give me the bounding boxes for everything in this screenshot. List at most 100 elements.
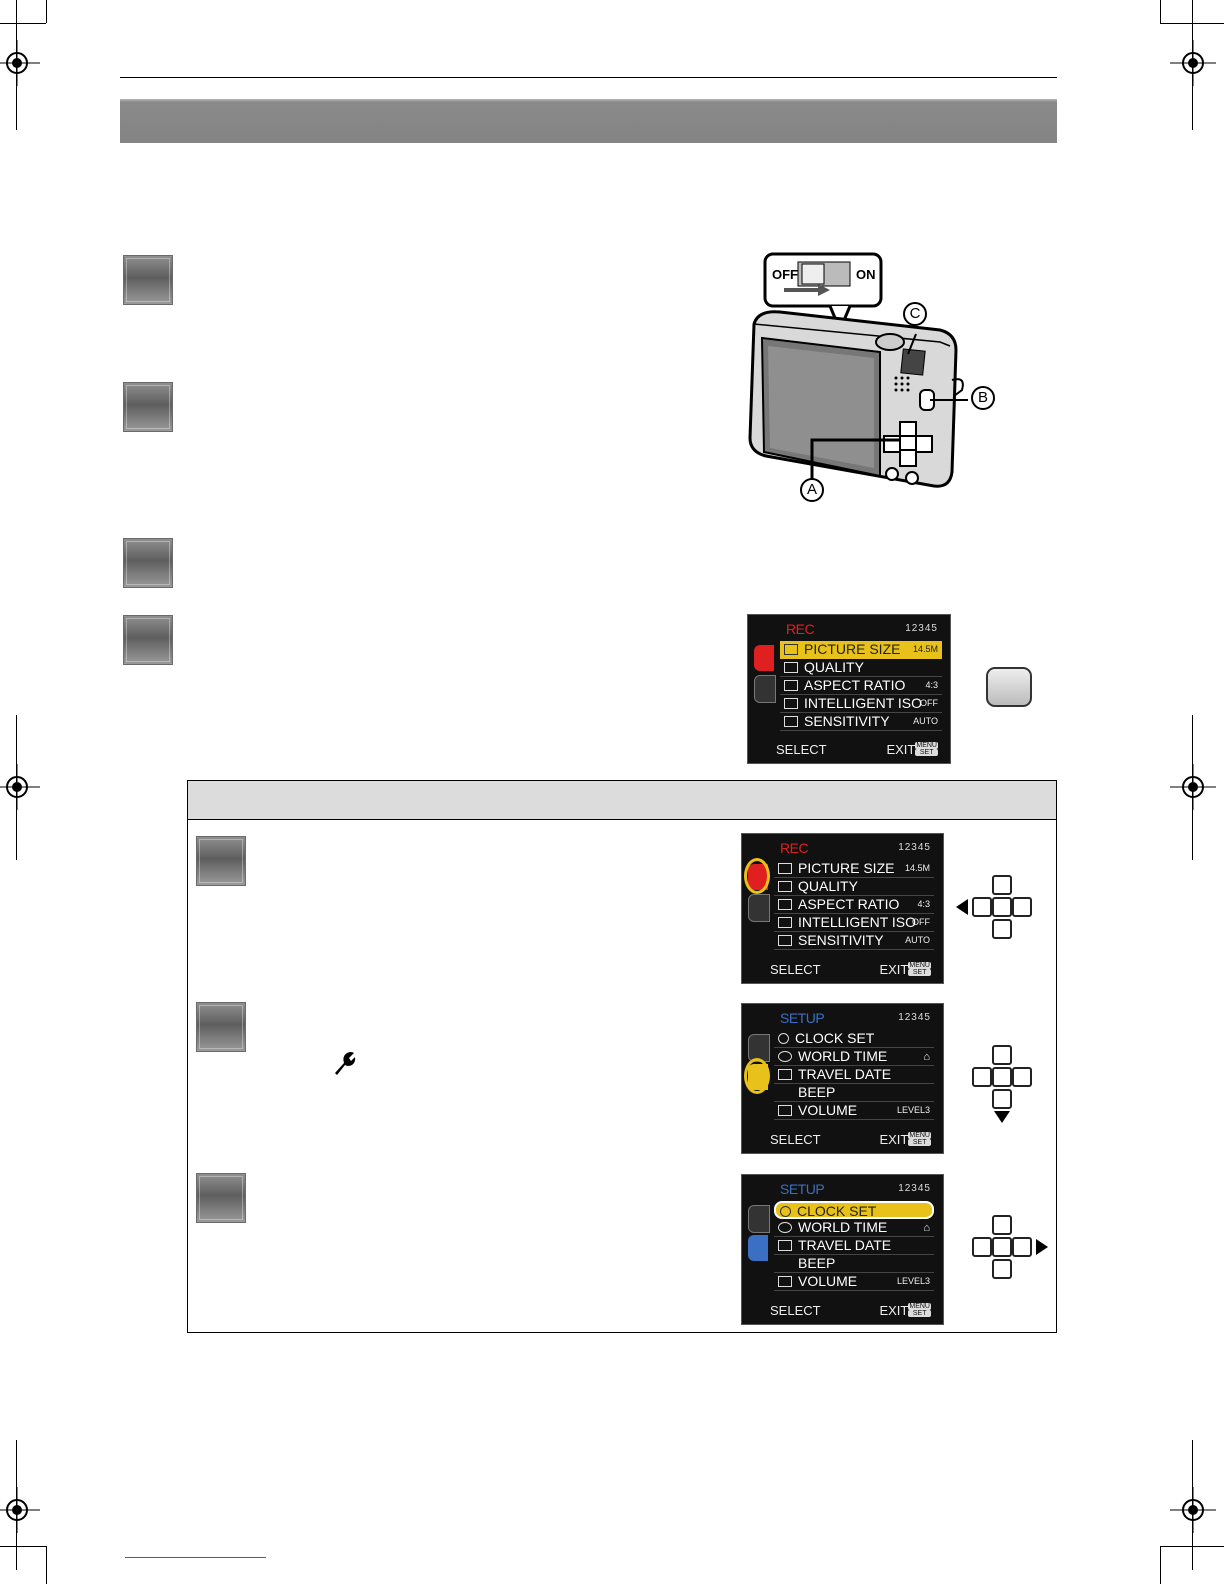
cursor-button-down-icon [970, 1045, 1034, 1109]
footer-select: SELECT [770, 1132, 821, 1147]
aspect-ratio-icon [778, 899, 792, 910]
footer-select: SELECT [776, 742, 827, 757]
menu-tabs [754, 639, 776, 727]
switch-on-label: ON [856, 267, 876, 282]
crop-mark [16, 715, 17, 860]
picture-size-icon [778, 863, 792, 874]
intelligent-iso-icon [784, 698, 798, 709]
rec-tab-icon [754, 645, 774, 671]
speaker-icon [778, 1105, 792, 1116]
intelligent-iso-icon [778, 917, 792, 928]
menu-item-travel-date[interactable]: TRAVEL DATE [774, 1237, 934, 1255]
menu-title: SETUP [780, 1181, 825, 1197]
menu-item-quality[interactable]: QUALITY [774, 878, 934, 896]
sub-procedure-header [188, 781, 1056, 820]
step-marker-1 [123, 255, 173, 305]
footer-select: SELECT [770, 962, 821, 977]
menu-item-travel-date[interactable]: TRAVEL DATE [774, 1066, 934, 1084]
step-marker-3 [123, 538, 173, 588]
aspect-ratio-icon [784, 680, 798, 691]
registration-mark-icon [0, 764, 40, 810]
home-icon: ⌂ [923, 1051, 930, 1063]
menu-pages: 12345 [898, 1012, 931, 1023]
arrow-right-icon [1036, 1239, 1048, 1255]
switch-off-label: OFF [772, 267, 798, 282]
globe-icon [778, 1222, 792, 1233]
substep-marker-1 [196, 836, 246, 886]
globe-icon [778, 1051, 792, 1062]
quality-icon [778, 881, 792, 892]
registration-mark-icon [1170, 764, 1216, 810]
cursor-button-left-icon [970, 875, 1034, 939]
callout-a: A [806, 481, 817, 498]
menu-item-world-time[interactable]: WORLD TIME⌂ [774, 1219, 934, 1237]
beep-icon [778, 1087, 792, 1098]
menu-tabs [748, 1199, 770, 1287]
setup-tab-icon[interactable] [748, 894, 770, 922]
setup-tab-icon [754, 675, 776, 703]
beep-icon [778, 1258, 792, 1269]
menu-item-clock-set[interactable]: CLOCK SET [774, 1030, 934, 1048]
camera-illustration [748, 252, 995, 502]
registration-mark-icon [0, 1487, 40, 1533]
menu-title: REC [780, 840, 809, 856]
section-title-bar [120, 99, 1057, 143]
footer-link-underline[interactable] [125, 1557, 266, 1558]
picture-size-icon [784, 644, 798, 655]
registration-mark-icon [1170, 40, 1216, 86]
crop-mark [1192, 715, 1193, 860]
tab-highlight-ring [744, 1058, 770, 1094]
rec-tab-icon[interactable] [748, 1205, 770, 1233]
crop-mark [0, 23, 46, 24]
clock-icon [778, 1033, 789, 1044]
sub-procedure-panel [187, 780, 1057, 1333]
callout-b: B [977, 389, 988, 406]
setup-menu-screen-tab-select: SETUP 12345 CLOCK SET WORLD TIME⌂ TRAVEL… [741, 1003, 944, 1154]
arrow-left-icon [956, 899, 968, 915]
substep-marker-3 [196, 1173, 246, 1223]
menu-item-quality[interactable]: QUALITY [780, 659, 942, 677]
substep-marker-2 [196, 1002, 246, 1052]
menu-pages: 12345 [898, 842, 931, 853]
registration-mark-icon [1170, 1487, 1216, 1533]
setup-tab-icon[interactable] [748, 1235, 768, 1261]
menu-item-clock-set[interactable]: CLOCK SET [774, 1201, 934, 1219]
menu-set-button-icon [986, 667, 1032, 707]
header-rule [120, 77, 1057, 78]
menu-item-world-time[interactable]: WORLD TIME⌂ [774, 1048, 934, 1066]
step-marker-2 [123, 382, 173, 432]
crop-mark [16, 1440, 17, 1570]
suitcase-icon [778, 1240, 792, 1251]
crop-mark [1160, 1546, 1161, 1584]
menu-pages: 12345 [905, 623, 938, 634]
iso-icon [778, 935, 792, 946]
home-icon: ⌂ [923, 1222, 930, 1234]
wrench-icon [335, 1052, 356, 1075]
crop-mark [0, 1546, 46, 1547]
crop-mark [46, 1546, 47, 1584]
menu-item-beep[interactable]: BEEP [774, 1255, 934, 1273]
suitcase-icon [778, 1069, 792, 1080]
menu-item-beep[interactable]: BEEP [774, 1084, 934, 1102]
crop-mark [1192, 0, 1193, 130]
crop-mark [1160, 0, 1161, 23]
menu-pages: 12345 [898, 1183, 931, 1194]
iso-icon [784, 716, 798, 727]
